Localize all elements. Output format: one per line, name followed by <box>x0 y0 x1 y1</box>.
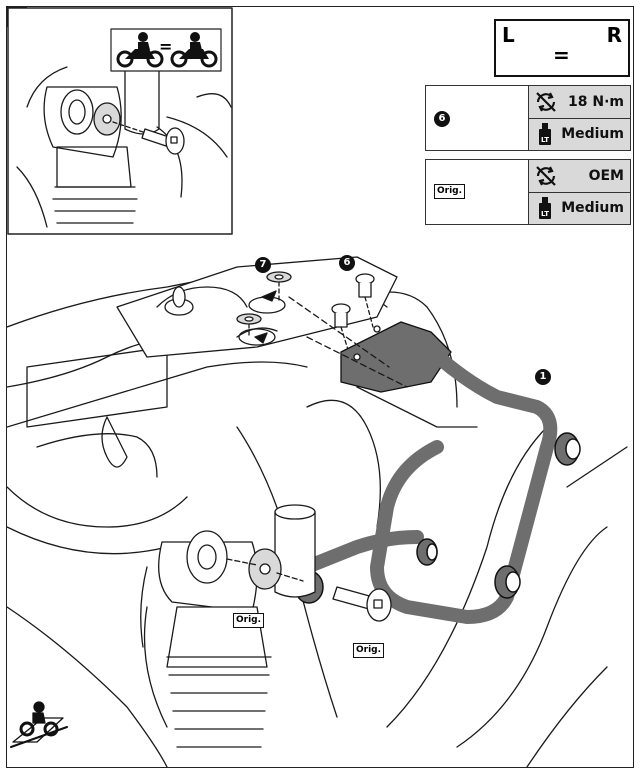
part-callout-6: 6 <box>434 111 450 127</box>
instruction-page: 2 <box>6 6 634 768</box>
washer-set-7 <box>236 271 292 344</box>
threadlock-strength: Medium <box>561 126 624 142</box>
original-washer-label: Orig. <box>233 613 265 628</box>
svg-text:LT: LT <box>541 136 549 144</box>
part-callout-1: 1 <box>535 369 551 385</box>
spec-table-bolt-6: 6 18 N·m LT Medium <box>425 85 631 151</box>
rear-rack-plate <box>116 256 398 358</box>
part-callout-7: 7 <box>255 257 271 273</box>
part-callout-6-main: 6 <box>339 255 355 271</box>
inset-rider-icon-left <box>116 32 164 68</box>
threadlock-bottle-icon: LT <box>539 123 551 145</box>
inset-bolt <box>141 127 185 155</box>
original-bolt-label: Orig. <box>353 643 385 658</box>
inset-rider-icon-right <box>170 32 218 68</box>
svg-text:LT: LT <box>541 210 549 218</box>
equals-sign: = <box>553 43 570 67</box>
shock-absorber <box>140 504 316 748</box>
rider-on-motorcycle-icon <box>10 701 68 748</box>
torque-wrench-icon <box>536 166 556 186</box>
inset-bushing <box>60 89 144 136</box>
original-bolt <box>332 586 392 622</box>
torque-wrench-icon <box>536 92 556 112</box>
original-part-tag: Orig. <box>434 184 466 199</box>
shock-bushing <box>186 530 304 590</box>
symmetry-indicator: L = R <box>494 19 630 77</box>
inset-equals-sign: = <box>159 37 173 56</box>
spec-table-original-bolt: Orig. OEM LT Medium <box>425 159 631 225</box>
left-side-label: L <box>502 23 515 47</box>
torque-value: OEM <box>588 168 624 184</box>
threadlock-strength: Medium <box>561 200 624 216</box>
right-side-label: R <box>606 23 622 47</box>
threadlock-bottle-icon: LT <box>539 197 551 219</box>
torque-value: 18 N·m <box>568 94 624 110</box>
bolt-set-6 <box>331 273 375 354</box>
